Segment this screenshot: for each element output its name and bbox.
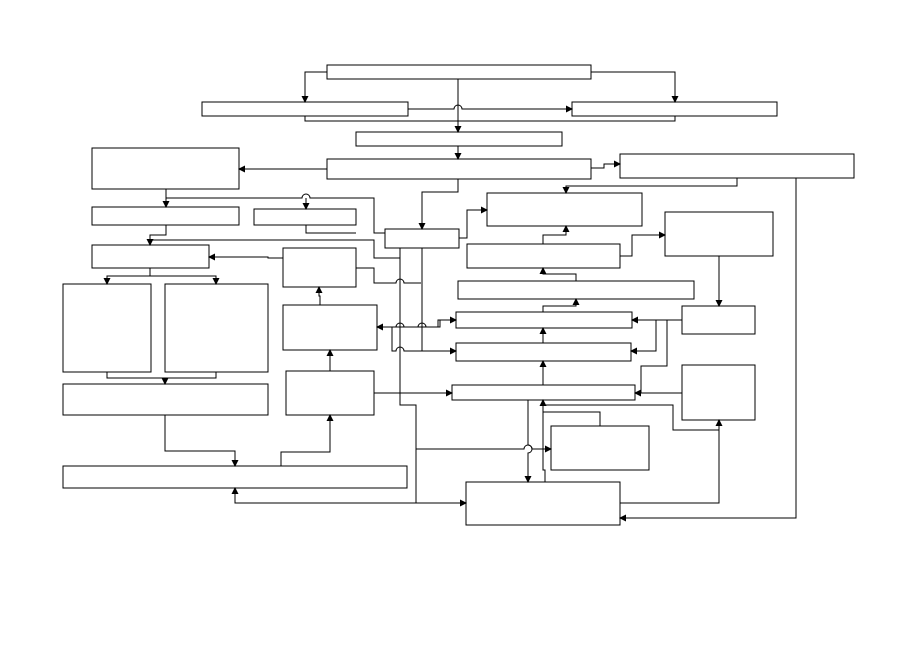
box-lower-right-small <box>550 425 650 471</box>
connector <box>391 327 457 355</box>
connector <box>377 316 457 328</box>
connector <box>106 372 217 379</box>
connector <box>164 415 239 467</box>
connector <box>301 71 327 103</box>
connector <box>356 267 421 284</box>
box-far-right-2 <box>681 305 756 335</box>
box-far-right-1 <box>664 211 774 257</box>
box-mid-2 <box>282 304 378 351</box>
connector <box>562 178 738 194</box>
connector <box>640 320 668 393</box>
connector <box>166 193 385 234</box>
connector <box>231 487 300 504</box>
box-mid-1 <box>282 247 357 288</box>
connector <box>103 268 151 285</box>
connector <box>619 178 797 522</box>
flowchart-boxes <box>62 64 855 526</box>
connector <box>542 412 546 482</box>
connector <box>543 404 720 431</box>
connector <box>150 239 400 259</box>
connector <box>280 414 334 466</box>
connector <box>542 298 580 312</box>
box-lower-center <box>465 481 621 526</box>
connector <box>459 206 488 239</box>
box-right-5 <box>455 342 632 362</box>
box-left-b <box>253 208 357 226</box>
box-right-3 <box>457 280 695 300</box>
connector <box>146 225 167 246</box>
box-level2-right <box>571 101 778 117</box>
connector <box>304 116 676 122</box>
box-right-2 <box>466 243 621 269</box>
box-left-tall-1 <box>62 283 152 373</box>
connector <box>591 160 621 169</box>
box-center-small <box>384 228 460 249</box>
connector <box>539 267 577 281</box>
connector <box>208 253 283 261</box>
connector <box>234 488 467 507</box>
box-left-tall-2 <box>164 283 269 373</box>
connector <box>399 393 417 503</box>
box-mid-3 <box>285 370 375 416</box>
box-level4-center <box>326 158 592 180</box>
box-level4-right <box>619 153 855 179</box>
box-left-c <box>91 244 210 269</box>
connector <box>418 179 459 230</box>
box-left-wide <box>62 383 269 416</box>
connector <box>150 275 220 285</box>
connector <box>315 286 323 305</box>
connector <box>620 231 666 257</box>
box-top <box>326 64 592 80</box>
box-far-right-3 <box>681 364 756 421</box>
box-left-upper <box>91 147 240 190</box>
connector <box>539 399 601 426</box>
box-left-a <box>91 206 240 226</box>
connector <box>416 444 552 453</box>
connector <box>408 104 573 113</box>
connector <box>591 71 679 103</box>
connector <box>620 419 723 504</box>
box-right-4 <box>455 311 633 329</box>
box-right-1 <box>486 192 643 227</box>
box-right-6 <box>451 384 636 401</box>
connector <box>630 320 657 355</box>
box-level2-left <box>201 101 409 117</box>
flowchart-connectors <box>103 71 797 522</box>
box-level3 <box>355 131 563 147</box>
connector <box>305 225 356 234</box>
connector <box>376 319 456 331</box>
connector <box>524 400 533 483</box>
box-bottom-wide <box>62 465 408 489</box>
connector <box>542 225 570 244</box>
